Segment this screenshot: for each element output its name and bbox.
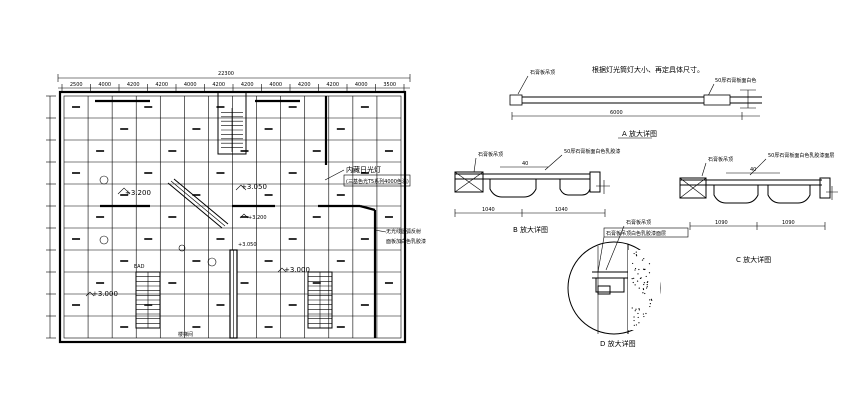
detail-c-dim-1: 1090: [715, 220, 728, 226]
detail-d-note-1: 石膏板吊顶: [626, 219, 651, 226]
detail-a-caption: A 放大详图: [622, 129, 657, 138]
detail-b: 石膏板吊顶 50厚石膏板面白色乳胶漆 40 1040 1040 B 放大详图: [454, 148, 620, 234]
top-dimension-label: 4000: [269, 82, 282, 88]
stair-top: [221, 108, 243, 152]
detail-c-dim-top: 40: [750, 167, 756, 173]
light-note: 内藏日光灯 (三基色光T5系列4000色温): [324, 165, 411, 187]
left-dimension-chain: [46, 95, 56, 339]
top-dimension-label: 4200: [155, 82, 168, 88]
detail-b-dim-top: 40: [522, 161, 528, 167]
detail-a-note-main: 根据灯光筒灯大小、再定具体尺寸。: [592, 65, 704, 74]
arc-note-line1: 无光线圆弧反射: [386, 228, 421, 235]
detail-c-note-right: 50厚石膏板面白色乳胶漆面层: [768, 152, 834, 159]
detail-d-note-2: 石膏板吊顶白色乳胶漆面层: [606, 230, 666, 237]
detail-d: 石膏板吊顶 石膏板吊顶白色乳胶漆面层 D 放大详图: [567, 219, 689, 348]
detail-a-note-left: 石膏板吊顶: [530, 69, 555, 76]
top-dimension-label: 4000: [355, 82, 368, 88]
note-title: 内藏日光灯: [346, 165, 381, 174]
detail-c-dim-2: 1090: [782, 220, 795, 226]
arc-note-line2: 面板加白色乳胶漆: [386, 238, 426, 245]
top-dimension-label: 4200: [241, 82, 254, 88]
diagonal-beam: [167, 178, 229, 229]
detail-c-caption: C 放大详图: [736, 255, 771, 264]
detail-b-dim-1: 1040: [482, 207, 495, 213]
detail-a: 石膏板吊顶 根据灯光筒灯大小、再定具体尺寸。 50厚石膏板面白色 6000 A …: [509, 65, 762, 139]
detail-b-note-right: 50厚石膏板面白色乳胶漆: [564, 148, 620, 155]
stair-room-label: 楼梯间: [178, 331, 193, 338]
ead-label: EAD: [134, 264, 145, 270]
top-dimension-label: 4200: [212, 82, 225, 88]
detail-c-note-left: 石膏板吊顶: [708, 156, 733, 163]
top-overall-dimension: 22300: [218, 71, 234, 77]
detail-b-caption: B 放大详图: [513, 225, 548, 234]
top-dimension-label: 4000: [98, 82, 111, 88]
top-dimension-label: 2500: [70, 82, 83, 88]
detail-a-note-right: 50厚石膏板面白色: [715, 77, 756, 84]
elevation-label: +3.200: [125, 189, 151, 197]
top-dimension-label: 4000: [184, 82, 197, 88]
concrete-hatch: [631, 251, 653, 326]
detail-a-dim: 6000: [610, 110, 623, 116]
top-dimension-label: 4200: [298, 82, 311, 88]
elevation-label: +3.000: [92, 290, 118, 298]
arc-note: 无光线圆弧反射 面板加白色乳胶漆: [374, 228, 426, 245]
top-dimension-label: 4200: [127, 82, 140, 88]
detail-c: 石膏板吊顶 50厚石膏板面白色乳胶漆面层 40 1090 1090 C 放大详图: [679, 152, 838, 264]
elevation-markers: +3.200 +3.050 +3.200 +3.050 +3.000 +3.00…: [85, 183, 310, 298]
elevation-label: +3.000: [284, 266, 310, 274]
detail-b-note-left: 石膏板吊顶: [478, 151, 503, 158]
detail-b-dim-2: 1040: [555, 207, 568, 213]
note-subtitle: (三基色光T5系列4000色温): [346, 178, 409, 185]
top-dimension-chain: 2500 4000 4200 4200 4000 4200 4200 4000 4200 4200…: [61, 82, 405, 92]
elevation-label: +3.050: [241, 183, 267, 191]
top-dimension-label: 3500: [383, 82, 396, 88]
ceiling-plan: 22300 2500 4000 4200 4200 4000 4200 4200 4000 42…: [46, 71, 426, 344]
elevation-label: +3.050: [238, 242, 257, 248]
elevation-label: +3.200: [248, 215, 267, 221]
detail-d-caption: D 放大详图: [600, 339, 636, 348]
top-dimension-label: 4200: [326, 82, 339, 88]
